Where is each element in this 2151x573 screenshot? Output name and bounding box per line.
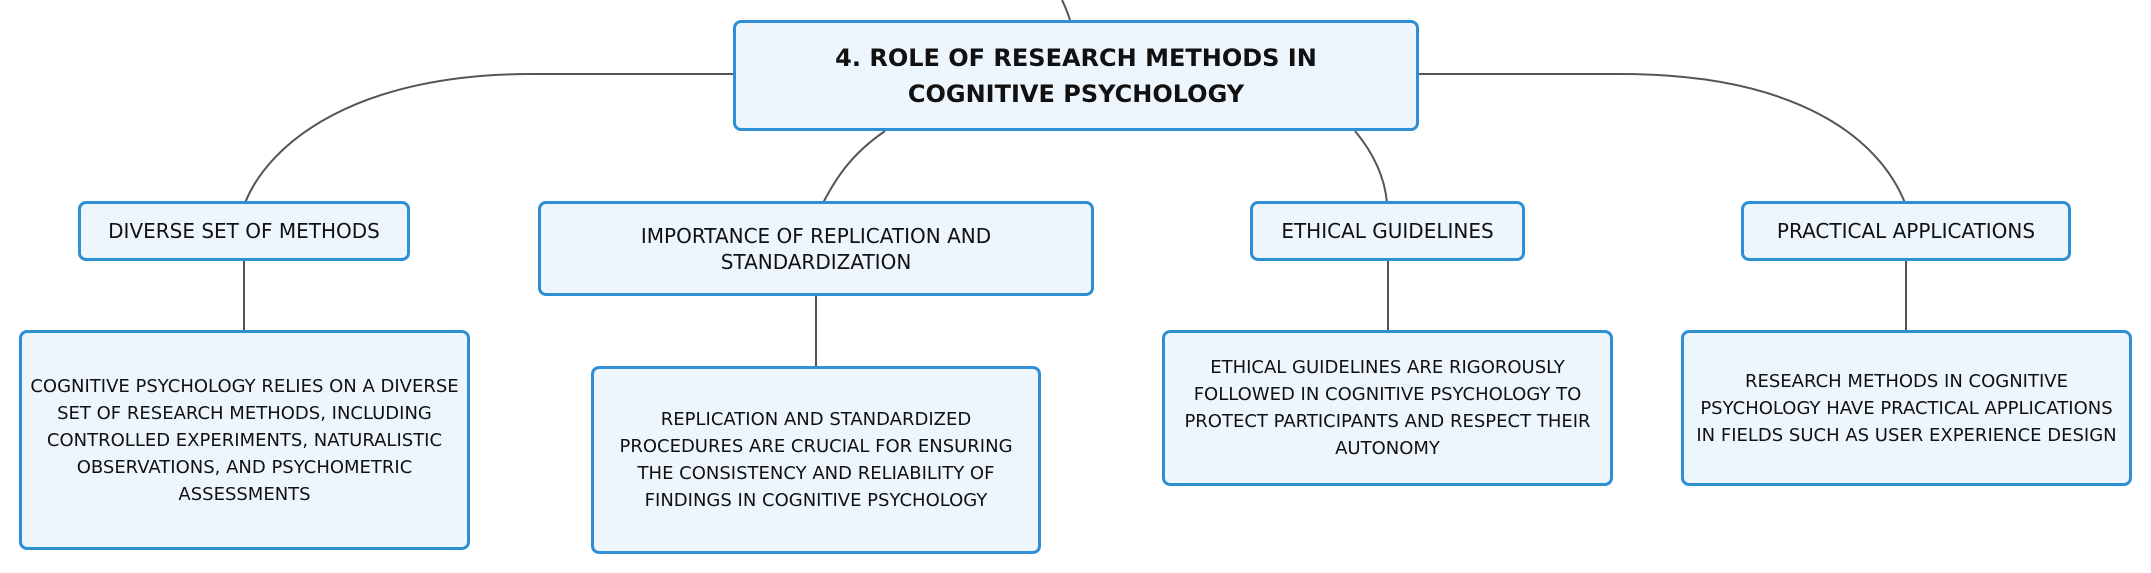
detail-diverse-methods[interactable]: COGNITIVE PSYCHOLOGY RELIES ON A DIVERSE… [19,330,470,550]
topic-label: PRACTICAL APPLICATIONS [1776,219,2036,243]
topic-label: DIVERSE SET OF METHODS [108,219,380,243]
detail-text: REPLICATION AND STANDARDIZED PROCEDURES … [619,409,1013,511]
connector-root-to-topic-2 [822,130,886,204]
topic-replication-standardization[interactable]: IMPORTANCE OF REPLICATION AND STANDARDIZ… [538,201,1094,296]
topic-label: ETHICAL GUIDELINES [1281,219,1494,243]
central-topic-title: 4. ROLE OF RESEARCH METHODS IN COGNITIVE… [835,43,1317,108]
connector-root-to-topic-4 [1419,73,1906,204]
detail-practical-applications[interactable]: RESEARCH METHODS IN COGNITIVE PSYCHOLOGY… [1681,330,2132,486]
detail-ethical-guidelines[interactable]: ETHICAL GUIDELINES ARE RIGOROUSLY FOLLOW… [1162,330,1613,486]
detail-text: ETHICAL GUIDELINES ARE RIGOROUSLY FOLLOW… [1184,357,1591,459]
detail-replication-standardization[interactable]: REPLICATION AND STANDARDIZED PROCEDURES … [591,366,1041,554]
central-topic[interactable]: 4. ROLE OF RESEARCH METHODS IN COGNITIVE… [733,20,1419,131]
connector-root-to-topic-1 [244,73,733,204]
detail-text: COGNITIVE PSYCHOLOGY RELIES ON A DIVERSE… [30,375,459,505]
topic-practical-applications[interactable]: PRACTICAL APPLICATIONS [1741,201,2071,261]
connector-root-to-topic-3 [1354,130,1388,204]
topic-ethical-guidelines[interactable]: ETHICAL GUIDELINES [1250,201,1525,261]
topic-label: IMPORTANCE OF REPLICATION AND STANDARDIZ… [640,223,992,274]
detail-text: RESEARCH METHODS IN COGNITIVE PSYCHOLOGY… [1696,370,2117,446]
connector-root-parent [1061,0,1071,21]
topic-diverse-methods[interactable]: DIVERSE SET OF METHODS [78,201,410,261]
